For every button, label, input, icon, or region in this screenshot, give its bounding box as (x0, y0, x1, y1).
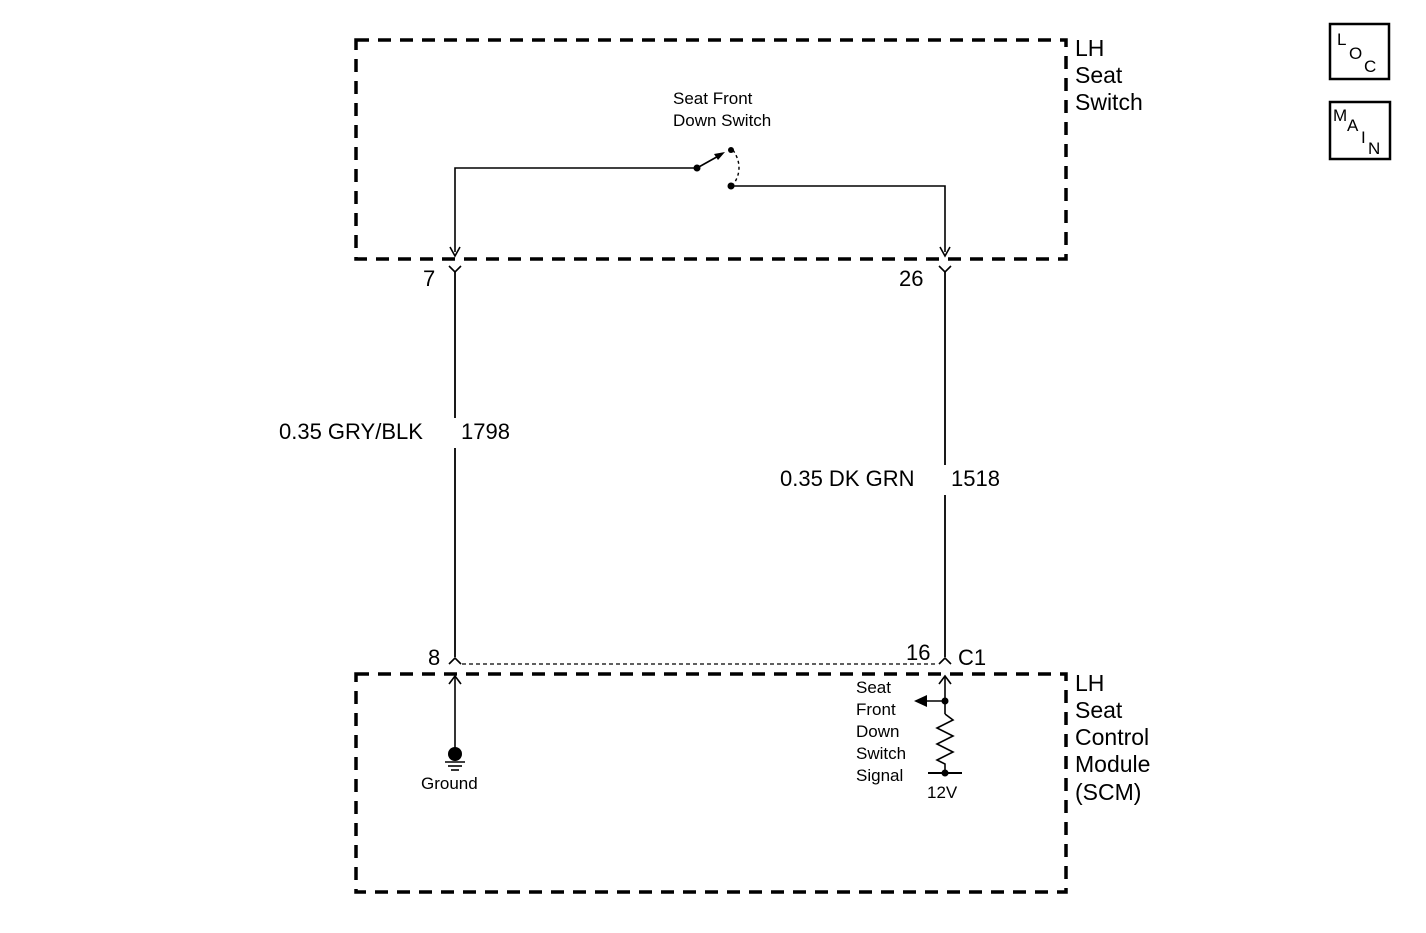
pin-label-8: 8 (428, 645, 440, 670)
scm-label-line-2: Seat (1075, 697, 1123, 723)
seat-switch-label-line-1: LH (1075, 35, 1104, 61)
wire-1798-gauge-color: 0.35 GRY/BLK (279, 419, 423, 444)
main-letter-a: A (1347, 116, 1359, 135)
scm-pin-8 (448, 656, 462, 665)
seat-front-down-switch (449, 147, 951, 258)
pin-label-16: 16 (906, 640, 930, 665)
signal-label-line-5: Signal (856, 766, 903, 785)
pin-label-7: 7 (423, 266, 435, 291)
wire-1518-gauge-color: 0.35 DK GRN (780, 466, 915, 491)
ground-label: Ground (421, 774, 478, 793)
loc-letter-o: O (1349, 44, 1362, 63)
switch-label-line-1: Seat Front (673, 89, 753, 108)
wire-1798-circuit: 1798 (461, 419, 510, 444)
main-letter-m: M (1333, 106, 1347, 125)
scm-label-line-5: (SCM) (1075, 779, 1141, 805)
main-letter-i: I (1361, 128, 1366, 147)
loc-button[interactable]: L O C (1328, 22, 1391, 81)
switch-pin-7 (448, 265, 462, 274)
pull-up-resistor (914, 674, 962, 777)
seat-switch-label-line-2: Seat (1075, 62, 1123, 88)
scm-pin-16 (938, 656, 952, 665)
ground-symbol (445, 674, 465, 771)
scm-box (354, 672, 1068, 894)
connector-label-c1: C1 (958, 645, 986, 670)
seat-switch-box (354, 38, 1068, 261)
scm-label-line-3: Control (1075, 724, 1149, 750)
signal-label-line-3: Down (856, 722, 899, 741)
scm-label-line-4: Module (1075, 751, 1150, 777)
seat-switch-label-line-3: Switch (1075, 89, 1143, 115)
loc-letter-l: L (1337, 30, 1346, 49)
main-letter-n: N (1368, 139, 1380, 158)
voltage-label-12v: 12V (927, 783, 958, 802)
wire-1518-circuit: 1518 (951, 466, 1000, 491)
scm-label-line-1: LH (1075, 670, 1104, 696)
main-button[interactable]: M A I N (1328, 100, 1392, 161)
switch-label-line-2: Down Switch (673, 111, 771, 130)
switch-pin-26 (938, 265, 952, 274)
signal-label-line-2: Front (856, 700, 896, 719)
signal-label-line-4: Switch (856, 744, 906, 763)
signal-label-line-1: Seat (856, 678, 891, 697)
loc-letter-c: C (1364, 57, 1376, 76)
pin-label-26: 26 (899, 266, 923, 291)
